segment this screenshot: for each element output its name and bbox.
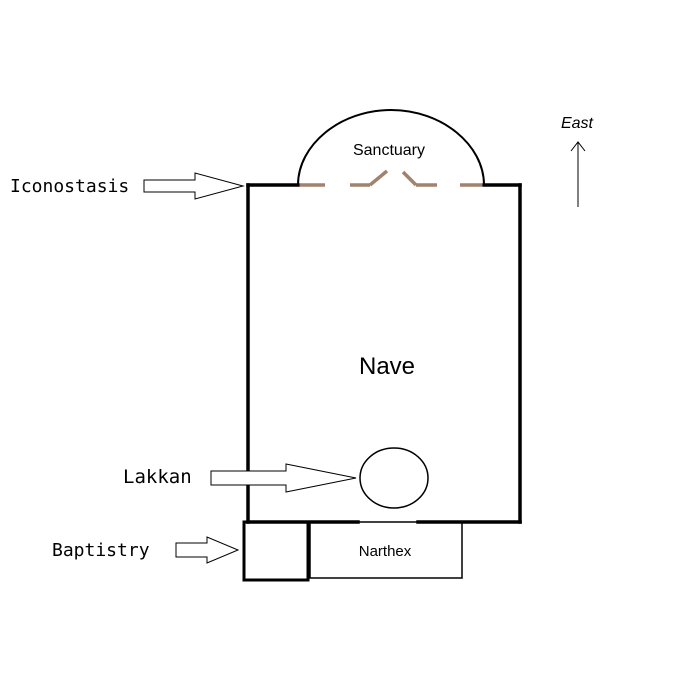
east-arrow-icon	[570, 141, 586, 207]
narthex-room	[309, 521, 463, 579]
iconostasis-screen	[300, 169, 482, 187]
narthex-label: Narthex	[359, 543, 412, 560]
baptistry-arrow-icon	[175, 536, 240, 564]
lakkan-basin	[359, 447, 429, 509]
lakkan-arrow-icon	[210, 463, 357, 493]
nave-label: Nave	[359, 353, 415, 380]
iconostasis-label: Iconostasis	[10, 176, 129, 197]
east-label: East	[561, 115, 594, 132]
lakkan-label: Lakkan	[123, 466, 192, 488]
iconostasis-arrow-icon	[143, 172, 245, 200]
sanctuary-apse	[297, 108, 485, 186]
sanctuary-label: Sanctuary	[353, 142, 425, 159]
baptistry-label: Baptistry	[52, 540, 150, 561]
baptistry-room	[242, 520, 310, 582]
